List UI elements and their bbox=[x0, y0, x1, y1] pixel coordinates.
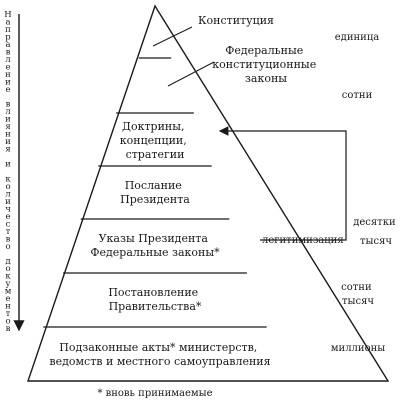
side-label-letter: и bbox=[5, 197, 11, 207]
side-label-letter: у bbox=[5, 279, 10, 289]
side-label-letter: в bbox=[6, 324, 11, 334]
level-1-text: Конституция bbox=[198, 14, 274, 27]
side-label-letter: Н bbox=[4, 10, 11, 20]
side-label-letter: т bbox=[6, 309, 11, 319]
legitimization-label: легитимизация bbox=[262, 235, 344, 246]
side-label-letter: а bbox=[5, 18, 10, 28]
level-4-text: Послание Президента bbox=[120, 179, 190, 206]
side-label-letter: о bbox=[5, 317, 10, 327]
legitimization-arrow bbox=[218, 126, 347, 241]
side-label-letter: о bbox=[5, 182, 10, 192]
side-label-letter: в bbox=[6, 234, 11, 244]
count-label-2: сотни bbox=[342, 90, 373, 101]
level-6-text: Постановление Правительства* bbox=[108, 286, 202, 313]
side-label-letter: а bbox=[5, 40, 10, 50]
side-label-letter: н bbox=[5, 130, 11, 140]
level-5-text: Указы Президента Федеральные законы* bbox=[90, 232, 220, 259]
side-label-letter: е bbox=[5, 62, 10, 72]
count-label-6: сотни тысяч bbox=[341, 282, 375, 307]
side-label-letter: м bbox=[5, 287, 12, 297]
level-3-text: Доктрины, концепции, стратегии bbox=[120, 120, 190, 161]
side-label-letter: с bbox=[6, 219, 11, 229]
side-label-letter: я bbox=[5, 145, 10, 155]
side-label-letter: т bbox=[6, 227, 11, 237]
side-label-letter: р bbox=[5, 32, 11, 42]
side-label-letter: е bbox=[5, 212, 10, 222]
level-2-text: Федеральные конституционные законы bbox=[212, 44, 319, 85]
leader-line-constitution bbox=[152, 26, 193, 47]
pyramid-outline bbox=[27, 4, 390, 382]
side-label-letter: к bbox=[5, 272, 11, 282]
side-label-letter: и bbox=[5, 137, 11, 147]
side-label-letter: л bbox=[5, 107, 11, 117]
side-label-letter: к bbox=[5, 175, 11, 185]
side-label-letter: л bbox=[5, 189, 11, 199]
count-label-7: миллионы bbox=[331, 343, 385, 354]
side-label-letter: н bbox=[5, 302, 11, 312]
count-label-5: десятки тысяч bbox=[353, 217, 399, 247]
side-label-letter: н bbox=[5, 70, 11, 80]
side-label-letter: ч bbox=[5, 204, 11, 214]
level-7-text: Подзаконные акты* министерств, ведомств … bbox=[49, 341, 270, 368]
side-label-letter: д bbox=[5, 257, 10, 267]
side-label-letter: и bbox=[5, 115, 11, 125]
side-label-letter: е bbox=[5, 85, 10, 95]
side-label-letter: и bbox=[5, 160, 11, 170]
leader-line-fkz bbox=[167, 61, 215, 87]
side-label-letter: и bbox=[5, 77, 11, 87]
footnote: * вновь принимаемые bbox=[97, 388, 212, 399]
side-label-letter: л bbox=[5, 55, 11, 65]
count-label-1: единица bbox=[335, 32, 380, 43]
side-label-letter: в bbox=[6, 100, 11, 110]
side-label-letter: п bbox=[5, 25, 11, 35]
side-label-letter: е bbox=[5, 294, 10, 304]
side-label-letter: о bbox=[5, 242, 10, 252]
side-label-letter: в bbox=[6, 47, 11, 57]
side-label-letter: о bbox=[5, 264, 10, 274]
side-label-letter: я bbox=[5, 122, 10, 132]
